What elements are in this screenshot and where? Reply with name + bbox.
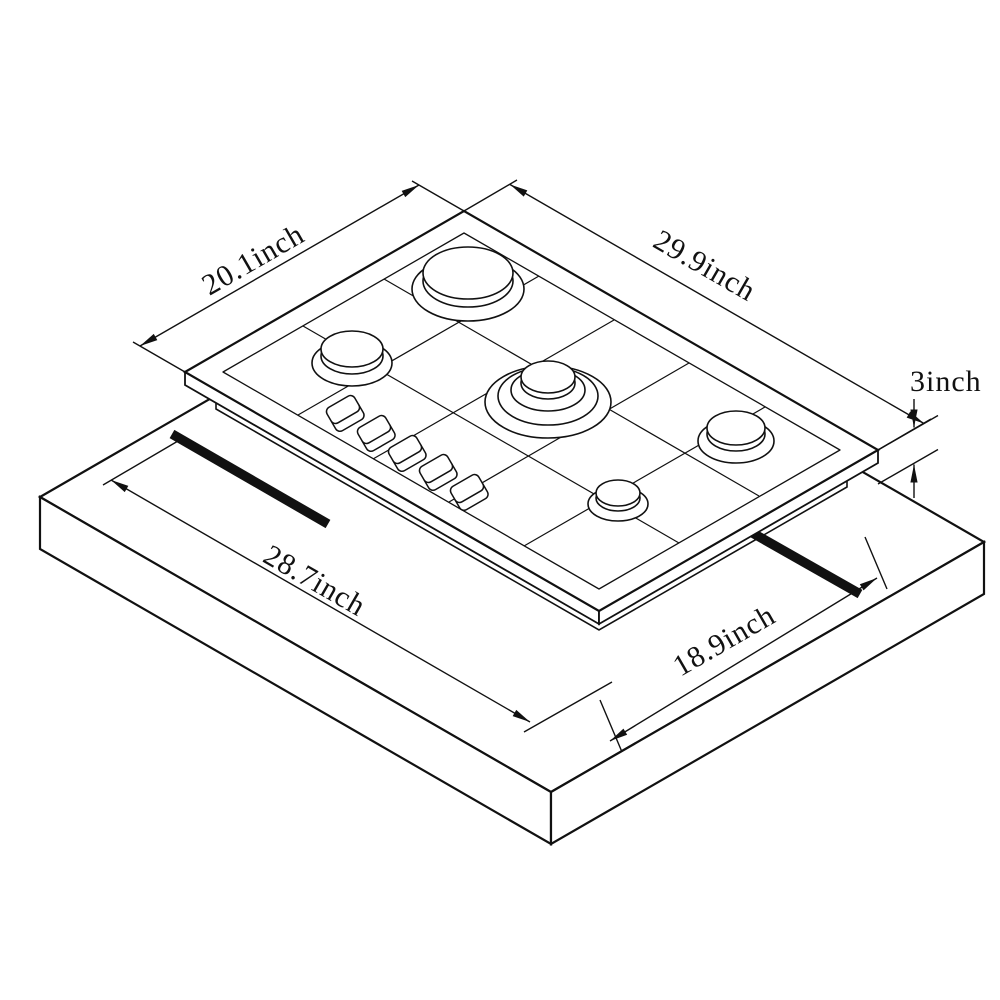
burner-cap-top xyxy=(706,410,766,446)
burner-bottom-small xyxy=(587,479,649,522)
dim-label-cooktop-depth: 20.1inch xyxy=(196,217,310,302)
burner-cap-top xyxy=(422,246,514,300)
dim-label-cooktop-height: 3inch xyxy=(910,365,982,398)
extension-lines xyxy=(132,180,465,373)
knob-top xyxy=(356,414,392,445)
extension-lines xyxy=(102,440,613,733)
dim-label-cooktop-width: 29.9inch xyxy=(648,223,762,308)
control-knob xyxy=(356,414,396,453)
dimension-line xyxy=(110,479,531,723)
dimension-line xyxy=(139,184,420,347)
knob-top xyxy=(418,453,454,484)
burner-cap-top xyxy=(320,330,384,368)
control-knob xyxy=(387,434,427,473)
extension-lines xyxy=(877,414,939,485)
burner-cap-top xyxy=(595,479,641,507)
burner-upper-large xyxy=(411,246,525,322)
burner-cap-top xyxy=(520,360,576,394)
control-knob xyxy=(325,394,365,433)
knob-top xyxy=(325,394,361,425)
cooktop-underbox-edge xyxy=(215,397,848,631)
dimension-line xyxy=(509,183,925,425)
knob-top xyxy=(387,434,423,465)
dim-cooktop-height: 3inch xyxy=(877,365,982,498)
dimension-line xyxy=(609,577,878,742)
